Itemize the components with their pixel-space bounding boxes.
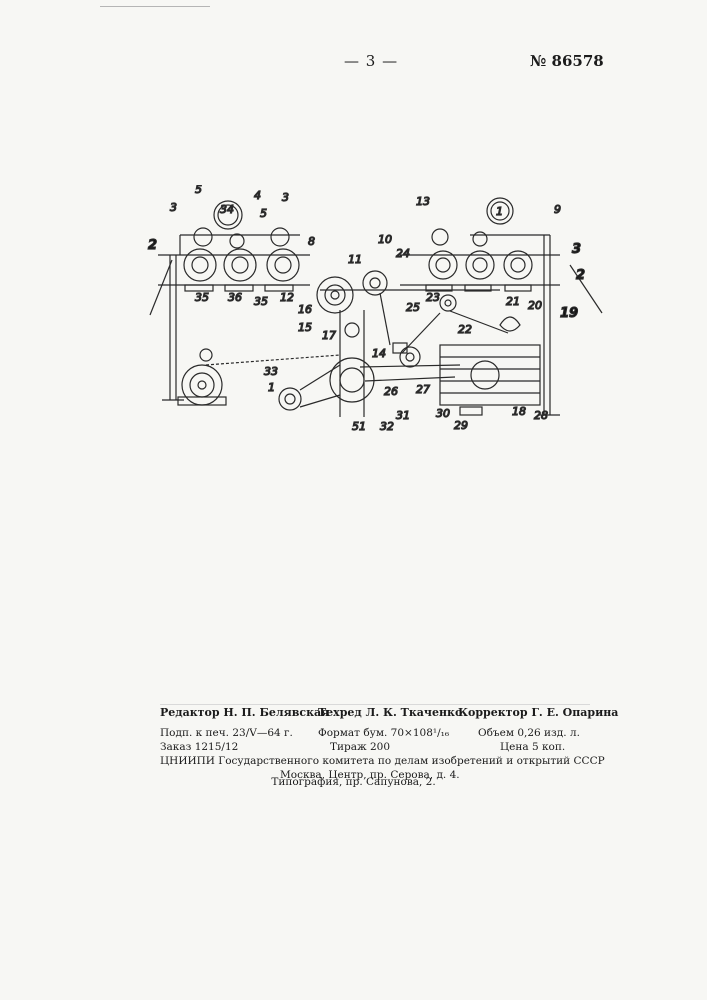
institute-row: ЦНИИПИ Государственного комитета по дела…: [160, 754, 590, 768]
figure-label: 17: [322, 329, 336, 342]
figure-label: 35: [254, 295, 268, 308]
machine-drawing-svg: 3 5 34 4 5 3 2 35 36 35 12 16 15 8 11 10…: [140, 185, 610, 445]
figure-label: 14: [372, 347, 386, 360]
top-rule: [100, 6, 210, 7]
figure-label: 5: [260, 207, 267, 220]
proofreader-credit: Корректор Г. Е. Опарина: [458, 706, 618, 720]
figure-label: 11: [348, 253, 362, 266]
figure-label: 2: [148, 238, 157, 253]
printing-house: Типография, пр. Сапунова, 2.: [0, 776, 707, 788]
figure-label: 30: [436, 407, 450, 420]
institute: ЦНИИПИ Государственного комитета по дела…: [160, 754, 605, 768]
print-info-row-1: Подп. к печ. 23/V—64 г. Формат бум. 70×1…: [160, 726, 590, 740]
paper-format: Формат бум. 70×108¹/₁₆: [318, 726, 449, 740]
print-run: Тираж 200: [330, 740, 390, 754]
staff-row: Редактор Н. П. Белявская Техред Л. К. Тк…: [160, 706, 590, 724]
right-gearbox: [402, 295, 540, 415]
figure-label: 34: [220, 203, 234, 216]
figure-label: 32: [380, 420, 394, 433]
figure-label: 24: [396, 247, 410, 260]
figure-label: 3: [572, 242, 581, 257]
figure-label: 26: [384, 385, 398, 398]
figure-label: 51: [352, 420, 366, 433]
colophon: Редактор Н. П. Белявская Техред Л. К. Тк…: [160, 706, 590, 782]
left-motor: [178, 349, 226, 405]
figure-label: 20: [528, 299, 542, 312]
figure-label: 23: [426, 291, 440, 304]
figure-label: 25: [406, 301, 420, 314]
figure-label: 10: [378, 233, 392, 246]
figure-label: 21: [506, 295, 520, 308]
figure-label: 16: [298, 303, 312, 316]
figure-label: 27: [416, 383, 430, 396]
signed-date: Подп. к печ. 23/V—64 г.: [160, 726, 293, 740]
page-number: — 3 —: [344, 52, 398, 70]
figure-label: 9: [554, 203, 561, 216]
figure-label: 29: [454, 419, 468, 432]
tech-editor-credit: Техред Л. К. Ткаченко: [318, 706, 462, 720]
figure-label: 31: [396, 409, 410, 422]
figure-label: 3: [170, 201, 177, 214]
figure-label: 19: [560, 306, 578, 321]
figure-label: 18: [512, 405, 526, 418]
editor-credit: Редактор Н. П. Белявская: [160, 706, 329, 720]
figure-label: 22: [458, 323, 472, 336]
figure-label: 28: [534, 409, 548, 422]
figure-label: 12: [280, 291, 294, 304]
figure-label: 15: [298, 321, 312, 334]
figure-label: 3: [282, 191, 289, 204]
print-info-row-2: Заказ 1215/12 Тираж 200 Цена 5 коп.: [160, 740, 590, 754]
figure-label: 36: [228, 291, 242, 304]
figure-label: 4: [254, 189, 261, 202]
colophon-rule: [160, 704, 590, 705]
central-drive: [206, 271, 500, 417]
right-rollers: [426, 198, 532, 291]
figure-label: 33: [264, 365, 278, 378]
figure-label: 2: [576, 268, 585, 283]
technical-drawing: 3 5 34 4 5 3 2 35 36 35 12 16 15 8 11 10…: [140, 185, 610, 445]
order-number: Заказ 1215/12: [160, 740, 238, 754]
figure-label: 5: [195, 185, 202, 196]
price: Цена 5 коп.: [500, 740, 565, 754]
figure-label: 1: [268, 381, 275, 394]
figure-label: 35: [195, 291, 209, 304]
left-rollers: [184, 201, 299, 291]
figure-label: 13: [416, 195, 430, 208]
patent-number: № 86578: [530, 52, 604, 70]
figure-label: 8: [308, 235, 315, 248]
volume: Объем 0,26 изд. л.: [478, 726, 580, 740]
figure-label: 1: [496, 205, 503, 218]
